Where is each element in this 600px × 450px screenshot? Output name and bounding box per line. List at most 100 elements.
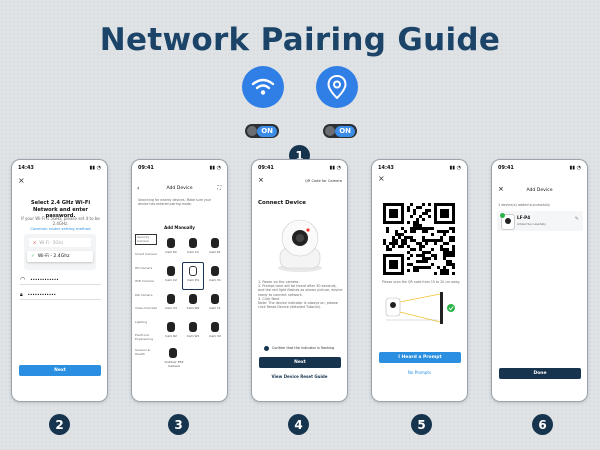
signal-icon: ▮▮ ◔ xyxy=(209,165,221,171)
camera-icon xyxy=(211,238,219,248)
qr-code xyxy=(383,203,455,275)
password-value: •••••••••••• xyxy=(27,292,56,297)
qr-code-header[interactable]: QR Code for Camera xyxy=(305,179,342,183)
device-item[interactable]: Cam C1 xyxy=(184,236,202,262)
device-item[interactable]: Cam P1 xyxy=(206,236,224,262)
next-button[interactable]: Next xyxy=(19,365,101,376)
lock-icon: 🔒︎ xyxy=(20,291,23,298)
step-badge-2: 2 xyxy=(49,414,70,435)
step-badge-5: 5 xyxy=(411,414,432,435)
add-device-header: Add Device xyxy=(166,186,193,191)
wifi-toggle[interactable]: ON xyxy=(245,124,279,138)
step-badge-3: 3 xyxy=(168,414,189,435)
status-time: 09:41 xyxy=(138,165,154,171)
device-card[interactable]: LF-P4 Added Successfully ✎ xyxy=(497,211,583,231)
back-icon[interactable]: × xyxy=(258,176,264,184)
device-item[interactable]: Cam V1 xyxy=(206,264,224,290)
instruction-note: Note: The device indicator is always on,… xyxy=(258,301,338,310)
phone-screen-success: 09:41 ▮▮ ◔ × Add Device 1 device(s) adde… xyxy=(491,159,588,402)
camera-icon xyxy=(211,266,219,276)
checkbox-icon[interactable] xyxy=(264,346,269,351)
ssid-value: •••••••••••• xyxy=(30,277,59,282)
close-icon[interactable]: × xyxy=(378,174,385,183)
wifi-24g-label: Wi-Fi - 2.4Ghz xyxy=(37,254,70,259)
no-prompts-link[interactable]: No Prompts xyxy=(407,370,432,375)
category-item[interactable]: Security Camera xyxy=(135,234,157,245)
close-icon[interactable]: × xyxy=(498,185,504,193)
location-pin-icon xyxy=(316,66,358,108)
camera-icon xyxy=(167,266,175,276)
signal-icon: ▮▮ ◔ xyxy=(89,165,101,171)
device-label: Cam C2 xyxy=(165,278,177,282)
confirm-checkbox-row[interactable]: Confirm that the indicator is flashing xyxy=(264,346,334,351)
instruction-step: 3. Click Next xyxy=(258,296,280,301)
device-label: Cam W1 xyxy=(186,334,200,338)
device-item-selected[interactable]: Cam P4 xyxy=(182,262,204,290)
instruction-step: 2. Prompt tone will be heard after 30 se… xyxy=(258,284,343,297)
edit-icon[interactable]: ✎ xyxy=(574,216,579,222)
device-label: Cam V3 xyxy=(165,306,177,310)
done-button[interactable]: Done xyxy=(499,368,581,379)
scan-icon[interactable]: ⛶ xyxy=(217,185,221,191)
device-item[interactable]: Cam Y1 xyxy=(206,292,224,318)
camera-icon xyxy=(169,348,177,358)
toggle-on-label: ON xyxy=(257,125,277,137)
device-label: Cam R2 xyxy=(165,334,177,338)
phone-screen-add-device: 09:41 ▮▮ ◔ ‹ Add Device ⛶ Searching for … xyxy=(131,159,228,402)
wifi-note: If your Wi-Fi is 5GHz, please set it to … xyxy=(21,216,100,226)
device-label: Cam V2 xyxy=(209,334,221,338)
router-link[interactable]: Common router setting method xyxy=(30,226,91,231)
camera-icon xyxy=(189,322,197,332)
phone-screen-connect-device: 09:41 ▮▮ ◔ × QR Code for Camera Connect … xyxy=(251,159,348,402)
password-field[interactable]: 🔒︎ •••••••••••• xyxy=(20,290,101,300)
category-item[interactable]: Sensors & Health xyxy=(135,348,151,356)
wifi-24g-option: ✓ Wi-Fi - 2.4Ghz xyxy=(27,251,93,262)
camera-icon xyxy=(189,294,197,304)
device-label: Cam V1 xyxy=(209,278,221,282)
device-item[interactable]: Cam V3 xyxy=(162,292,180,318)
camera-icon xyxy=(167,294,175,304)
instruction-step: 1. Power on the camera. xyxy=(258,280,300,284)
category-item[interactable]: HD Camera xyxy=(135,265,153,270)
wifi-5g-label: Wi-Fi - 5Ghz xyxy=(39,240,64,245)
category-item[interactable]: Smart Camera xyxy=(135,252,157,256)
connect-device-title: Connect Device xyxy=(258,200,306,206)
phone-screen-wifi: 14:43 ▮▮ ◔ × Select 2.4 GHz Wi-Fi Networ… xyxy=(11,159,108,402)
close-icon[interactable]: × xyxy=(18,176,25,185)
category-item[interactable]: WiFi Camera xyxy=(135,279,154,283)
wifi-icon xyxy=(242,66,284,108)
step-badge-6: 6 xyxy=(532,414,553,435)
heard-prompt-button[interactable]: I Heard a Prompt xyxy=(379,352,461,363)
device-item[interactable]: Cam W2 xyxy=(184,292,202,318)
camera-icon xyxy=(167,238,175,248)
status-time: 09:41 xyxy=(498,165,514,171)
add-manually-label: Add Manually xyxy=(164,225,195,230)
category-item[interactable]: Lighting xyxy=(135,319,148,324)
device-grid: Cam P2 Cam C1 Cam P1 Cam C2 Cam P4 Cam V… xyxy=(160,236,226,346)
ssid-field[interactable]: ◠ •••••••••••• xyxy=(20,275,101,285)
category-item[interactable]: Electrical Engineering xyxy=(135,333,153,341)
search-banner: Searching for nearby devices. Make sure … xyxy=(138,198,212,206)
toggle-knob xyxy=(325,126,335,136)
next-button[interactable]: Next xyxy=(259,357,341,368)
device-item[interactable]: Cam W1 xyxy=(184,320,202,346)
device-status: Added Successfully xyxy=(517,222,546,226)
confirm-label: Confirm that the indicator is flashing xyxy=(272,346,335,350)
outdoor-ptz-item[interactable]: Outdoor PTZ Camera xyxy=(162,348,184,372)
status-time: 14:43 xyxy=(378,165,394,171)
category-item[interactable]: Video Doorbell xyxy=(135,306,157,310)
category-item[interactable]: Pet Camera xyxy=(135,292,153,297)
reset-guide-link[interactable]: View Device Reset Guide xyxy=(271,374,328,379)
phone-screen-qr: 14:43 ▮▮ ◔ × Please scan the QR code fro… xyxy=(371,159,468,402)
category-list: Security Camera Smart Camera HD Camera W… xyxy=(135,234,157,356)
location-toggle[interactable]: ON xyxy=(323,124,357,138)
device-item[interactable]: Cam R2 xyxy=(162,320,180,346)
device-label: Cam P4 xyxy=(187,278,199,282)
camera-icon xyxy=(167,322,175,332)
signal-icon: ▮▮ ◔ xyxy=(569,165,581,171)
back-icon[interactable]: ‹ xyxy=(137,185,140,192)
device-item[interactable]: Cam V2 xyxy=(206,320,224,346)
device-item[interactable]: Cam P2 xyxy=(162,236,180,262)
camera-illustration xyxy=(266,214,334,274)
device-item[interactable]: Cam C2 xyxy=(162,264,180,290)
